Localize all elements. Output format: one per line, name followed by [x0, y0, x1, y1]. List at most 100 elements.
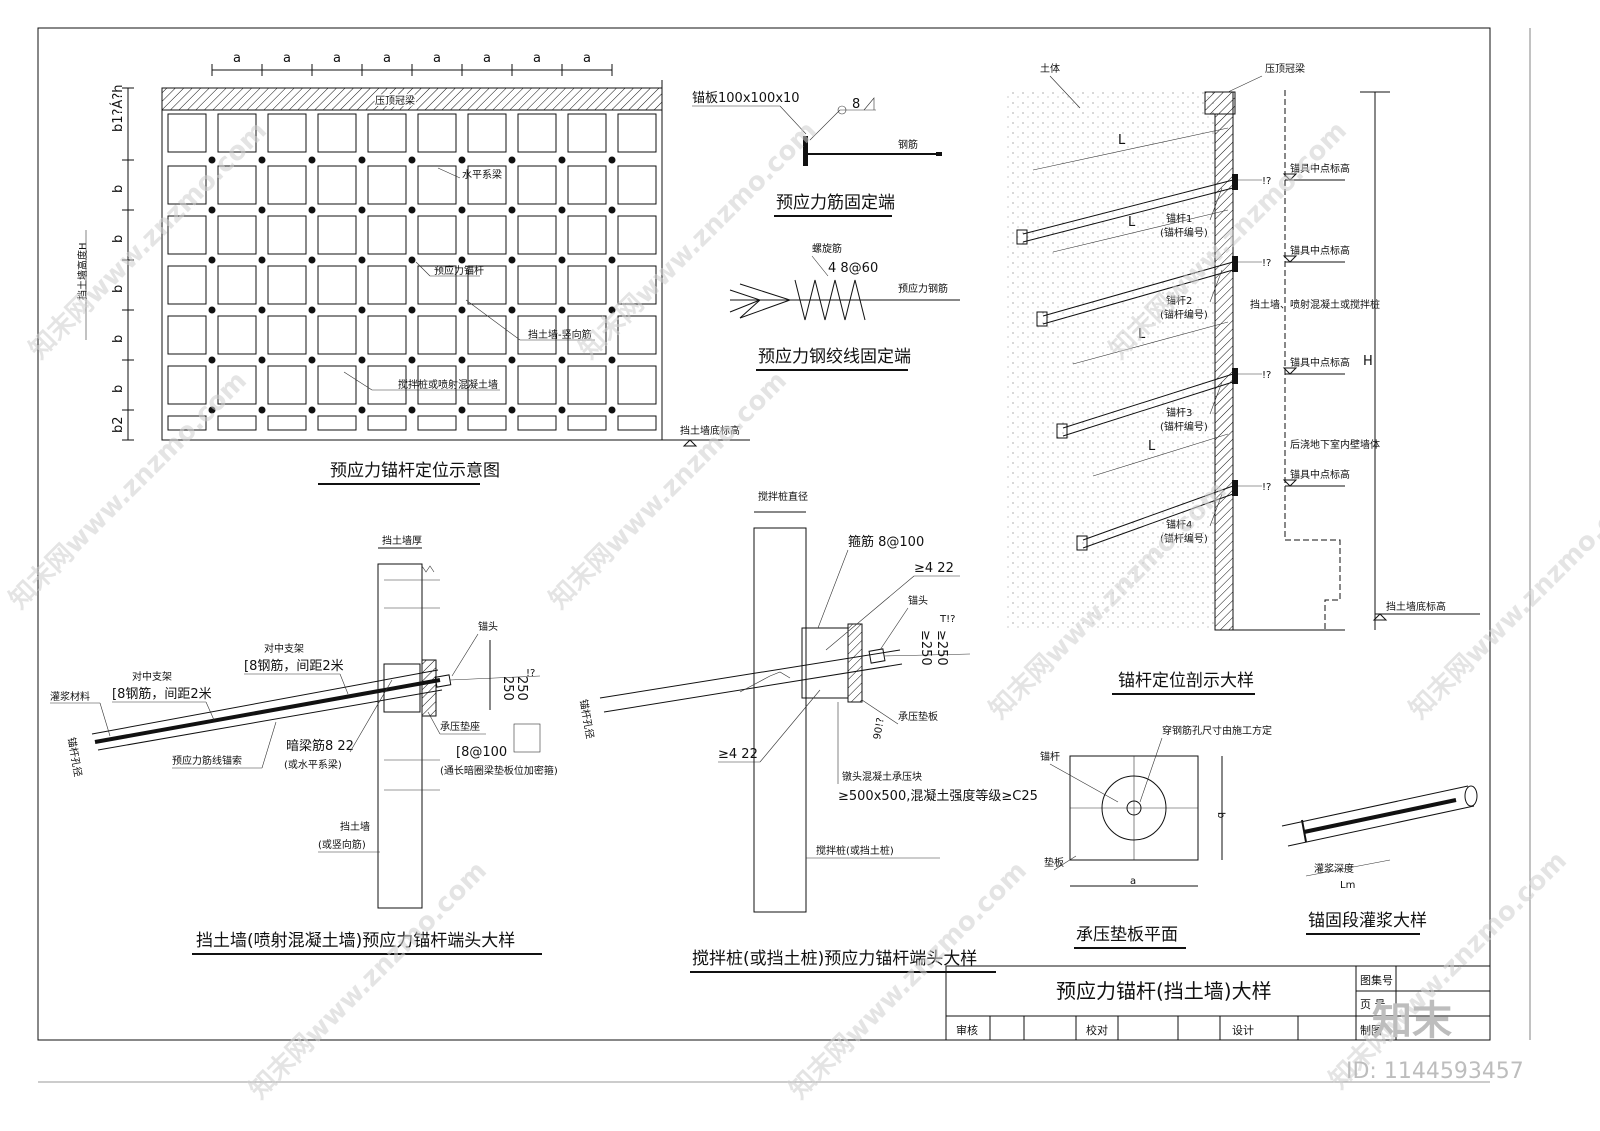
callout-wall: 搅拌桩或喷射混凝土墙 [398, 378, 498, 391]
grid-cell [517, 215, 557, 255]
grid-cell [517, 415, 557, 431]
anchor-point [258, 206, 266, 214]
grid-cell [167, 415, 207, 431]
anchor-point [258, 256, 266, 264]
grid-cell [567, 315, 607, 355]
grout-depth: 灌浆深度 [1314, 862, 1354, 875]
anchor-head-plate [421, 659, 437, 717]
review-label: 审核 [956, 1023, 978, 1037]
grid-cell [417, 165, 457, 205]
pile-stirrup: 箍筋 8@100 [848, 534, 924, 550]
grid-cell [567, 265, 607, 305]
plate-dim-a: a [1130, 876, 1136, 887]
spiral-spec: 4 8@60 [828, 261, 878, 276]
wall-thickness: 挡土墙厚 [382, 534, 422, 547]
grid-cell [467, 415, 507, 431]
grid-cell [167, 165, 207, 205]
anchor-point [508, 206, 516, 214]
left-dim-label: b [111, 385, 126, 393]
anchor-point [208, 356, 216, 364]
grid-cell [617, 165, 657, 205]
anchor-point [408, 206, 416, 214]
anchor-name: 锚杆2 [1166, 295, 1192, 307]
anchor-point [308, 306, 316, 314]
grid-cell [417, 315, 457, 355]
top-dim-label: a [483, 51, 491, 66]
grid-cell [217, 165, 257, 205]
section-cap-label: 压顶冠梁 [1265, 62, 1305, 75]
wall-qmark: !? [526, 668, 535, 679]
anchor-sub: (锚杆编号) [1160, 420, 1208, 433]
anchor-points [208, 156, 616, 414]
grid-cell [317, 365, 357, 405]
sheet-border [37, 27, 1491, 1041]
anchor-head-label: 锚头 [478, 621, 498, 633]
anchor-point [458, 156, 466, 164]
title-block: 预应力锚杆(挡土墙)大样 图集号 页 号 制图 审核 校对 设计 [945, 965, 1491, 1041]
grid-cell [517, 315, 557, 355]
plate-anchor-label: 锚杆 [1040, 751, 1060, 763]
svg-text:知末网www.znzmo.com: 知末网www.znzmo.com [574, 116, 823, 365]
svg-text:知末网www.znzmo.com: 知末网www.znzmo.com [244, 856, 493, 1105]
fixed-end-title: 预应力筋固定端 [776, 193, 895, 213]
spiral-label: 螺旋筋 [812, 242, 842, 255]
anchor-point [408, 356, 416, 364]
left-dim-label: b [111, 335, 126, 343]
grid-cell [467, 265, 507, 305]
anchor-point [358, 406, 366, 414]
grid-cell [417, 215, 457, 255]
pile-head-detail: 搅拌桩直径 T!? 箍筋 8@100 ≥4 22 锚头 ≥250 ≥250 90… [577, 490, 1038, 973]
grid-cells [167, 113, 657, 431]
wall-detail-title: 挡土墙(喷射混凝土墙)预应力锚杆端头大样 [196, 931, 515, 951]
fixed-end-plate: 锚板100x100x10 [692, 91, 800, 106]
grid-cell [567, 415, 607, 431]
grid-cell [167, 365, 207, 405]
top-dim-label: a [233, 51, 241, 66]
section-wall [1214, 113, 1234, 631]
anchor-L: L [1128, 215, 1136, 230]
grid-cell [317, 113, 357, 153]
anchor-point [258, 356, 266, 364]
anchor-point [558, 356, 566, 364]
soil-label: 土体 [1040, 62, 1060, 75]
pile-dim-250b: ≥250 [934, 630, 949, 666]
wall-label: 挡土墙 [340, 820, 370, 833]
grid-cell [167, 113, 207, 153]
grid-cell [367, 265, 407, 305]
grid-cell [367, 113, 407, 153]
grid-cell [617, 415, 657, 431]
stirrup-sub: (通长暗圈梁垫板位加密箍) [440, 764, 558, 777]
anchor-L: L [1118, 133, 1126, 148]
grid-cell [517, 165, 557, 205]
grid-cell [417, 415, 457, 431]
grid-cell [317, 165, 357, 205]
anchor-point [458, 406, 466, 414]
svg-text:知末网www.znzmo.com: 知末网www.znzmo.com [1404, 476, 1600, 725]
grid-cell [517, 365, 557, 405]
plate-dim-b: b [1215, 812, 1226, 818]
grid-cell [217, 415, 257, 431]
pile-bearing-block [801, 627, 849, 699]
grid-cell [367, 415, 407, 431]
pile-bars-left: ≥4 22 [718, 747, 758, 762]
anchor-point [558, 206, 566, 214]
atlas-no: 图集号 [1360, 973, 1393, 987]
section-H: H [1363, 354, 1373, 369]
grid-cell [417, 365, 457, 405]
anchor-L: L [1138, 327, 1146, 342]
svg-text:知末网www.znzmo.com: 知末网www.znzmo.com [24, 116, 273, 365]
section-qmark: !? [1262, 482, 1271, 493]
wall-note: 挡土墙、喷射混凝土或搅拌桩 [1250, 298, 1380, 311]
anchor-point [508, 256, 516, 264]
anchor-point [258, 306, 266, 314]
grid-cell [517, 265, 557, 305]
anchor-sub: (锚杆编号) [1160, 308, 1208, 321]
pile-anchor-plate [847, 623, 863, 703]
grid-cell [217, 365, 257, 405]
